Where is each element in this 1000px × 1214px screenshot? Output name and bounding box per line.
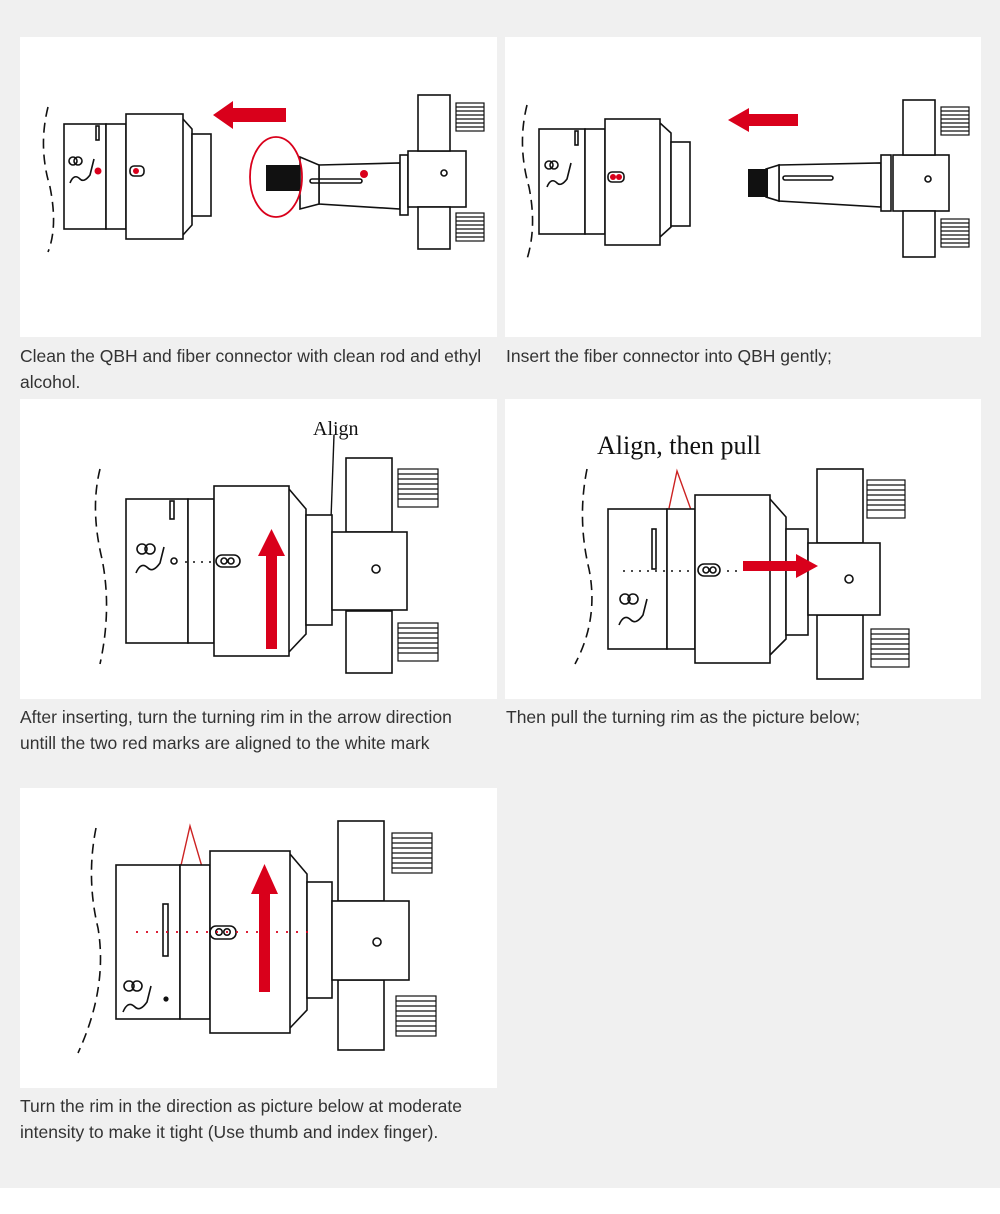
step-1-caption: Clean the QBH and fiber connector with c…: [20, 346, 482, 392]
knurled-knob-top: [455, 102, 485, 132]
align-then-pull-label: Align, then pull: [597, 431, 761, 460]
step-5-illustration: [20, 788, 497, 1088]
red-arrow-left-icon: [213, 101, 286, 129]
red-arrow-right-icon: [743, 554, 818, 578]
instruction-sheet: Clean the QBH and fiber connector with c…: [0, 0, 1000, 1188]
step-2-illustration: [505, 37, 981, 337]
red-arrow-up-icon: [258, 529, 285, 649]
red-circle-highlight: [249, 136, 303, 218]
step-3-caption: After inserting, turn the turning rim in…: [20, 707, 452, 753]
red-arrow-left-icon: [728, 108, 798, 132]
step-2-caption: Insert the fiber connector into QBH gent…: [506, 346, 832, 366]
step-1-illustration: [20, 37, 497, 337]
step-5-caption: Turn the rim in the direction as picture…: [20, 1096, 462, 1142]
step-3-illustration: Align: [20, 399, 497, 699]
align-label: Align: [313, 418, 359, 440]
step-4-caption: Then pull the turning rim as the picture…: [506, 707, 861, 727]
red-arrow-up-icon: [251, 864, 278, 992]
step-4-illustration: Align, then pull: [505, 399, 981, 699]
